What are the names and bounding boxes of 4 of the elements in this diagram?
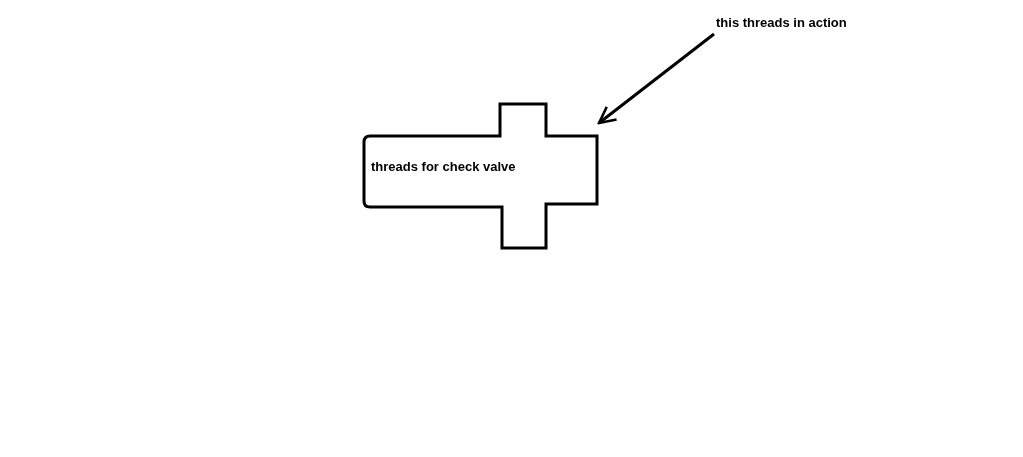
valve-fitting-outline	[362, 102, 600, 251]
callout-text: this threads in action	[716, 15, 847, 30]
arrow	[597, 32, 715, 125]
part-label: threads for check valve	[371, 159, 516, 174]
